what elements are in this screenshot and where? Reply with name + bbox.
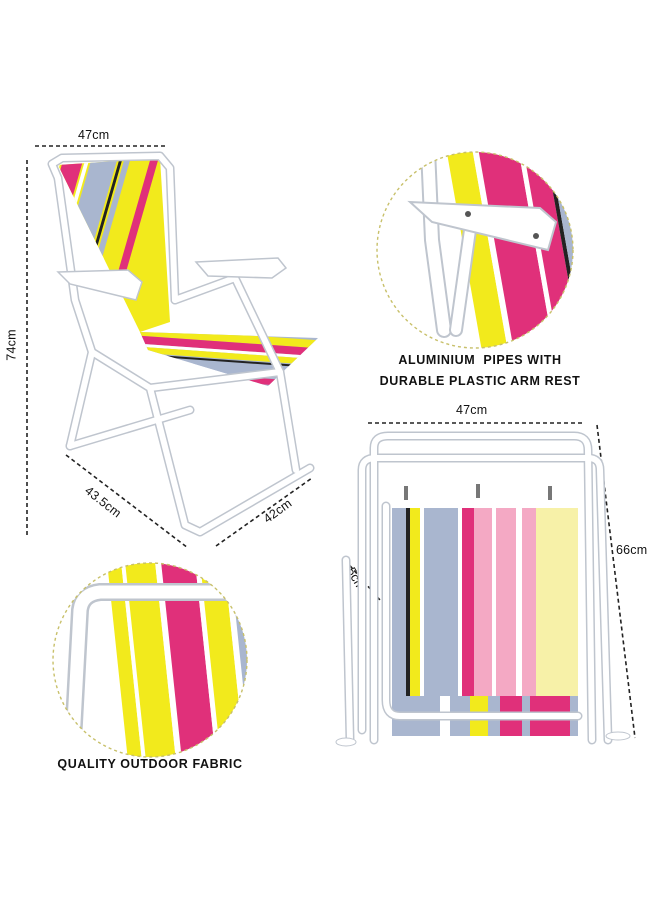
armrest-caption: ALUMINIUM PIPES WITH DURABLE PLASTIC ARM… <box>360 350 600 392</box>
fabric-caption: QUALITY OUTDOOR FABRIC <box>57 757 243 771</box>
dim-folded-height: 66cm <box>616 543 648 557</box>
dim-folded-width: 47cm <box>456 403 488 417</box>
dim-chair-width: 47cm <box>78 128 110 142</box>
armrest-caption-line1: ALUMINIUM PIPES WITH <box>398 353 562 367</box>
armrest-caption-line2: DURABLE PLASTIC ARM REST <box>379 374 581 388</box>
